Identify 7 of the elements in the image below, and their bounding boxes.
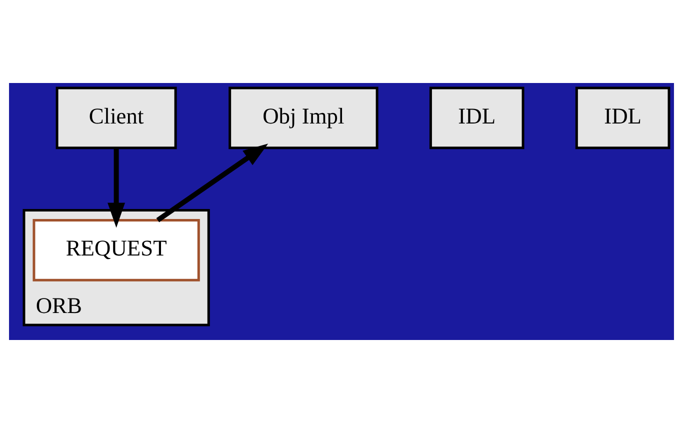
node-box: REQUEST: [32, 218, 200, 282]
node-box: IDL: [429, 86, 524, 150]
arrow: [156, 144, 268, 222]
node-box: IDL: [575, 86, 670, 150]
node-box: Obj Impl: [228, 86, 378, 150]
node-box: Client: [56, 86, 177, 150]
arrow: [108, 148, 126, 228]
